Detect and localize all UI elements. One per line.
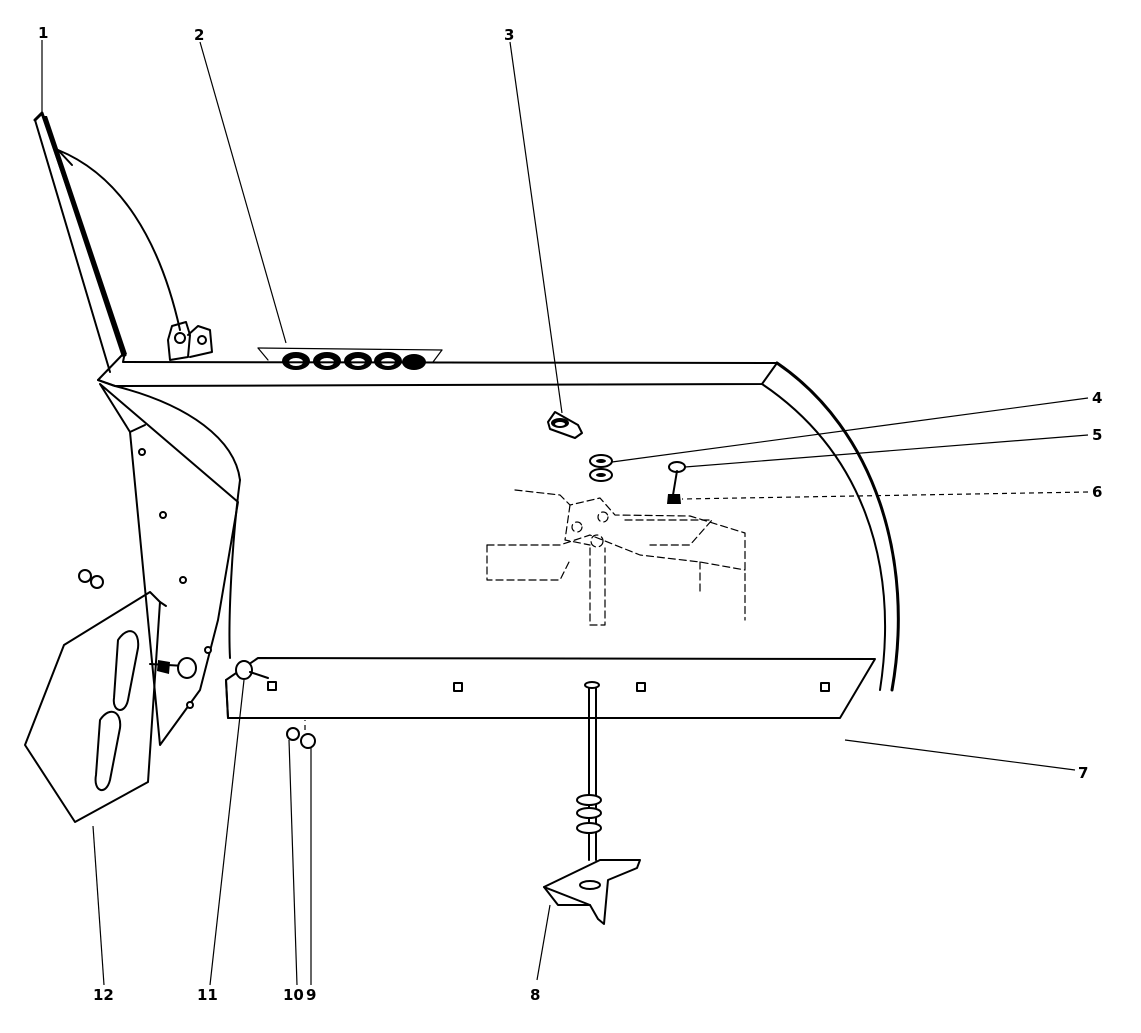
skid-fasteners xyxy=(78,569,197,679)
a-frame-mount xyxy=(486,489,746,626)
shoe-assembly xyxy=(543,681,641,925)
callout-9: 9 xyxy=(306,986,316,1004)
spring-washers xyxy=(589,454,613,482)
callout-6: 6 xyxy=(1092,483,1102,501)
wing-blade xyxy=(33,111,181,373)
callout-4: 4 xyxy=(1092,389,1102,407)
hinge-bracket xyxy=(167,321,213,361)
callout-1: 1 xyxy=(38,24,48,42)
callout-7: 7 xyxy=(1078,764,1088,782)
callout-11: 11 xyxy=(197,986,218,1004)
callout-labels: 1 2 3 4 5 6 7 8 9 10 11 12 xyxy=(38,24,1102,1004)
callout-leaders xyxy=(41,40,1089,986)
moldboard-blade xyxy=(97,351,900,746)
spring-anchor-slot xyxy=(547,411,583,439)
spring-pack xyxy=(257,347,443,370)
callout-3: 3 xyxy=(504,26,514,44)
callout-10: 10 xyxy=(283,986,304,1004)
callout-8: 8 xyxy=(530,986,540,1004)
carriage-bolt xyxy=(235,660,269,680)
nut-and-washer xyxy=(286,727,316,749)
callout-12: 12 xyxy=(93,986,114,1004)
bolt-and-nut xyxy=(667,461,686,504)
skid-shoe xyxy=(24,591,167,823)
callout-2: 2 xyxy=(194,26,204,44)
callout-5: 5 xyxy=(1092,426,1102,444)
